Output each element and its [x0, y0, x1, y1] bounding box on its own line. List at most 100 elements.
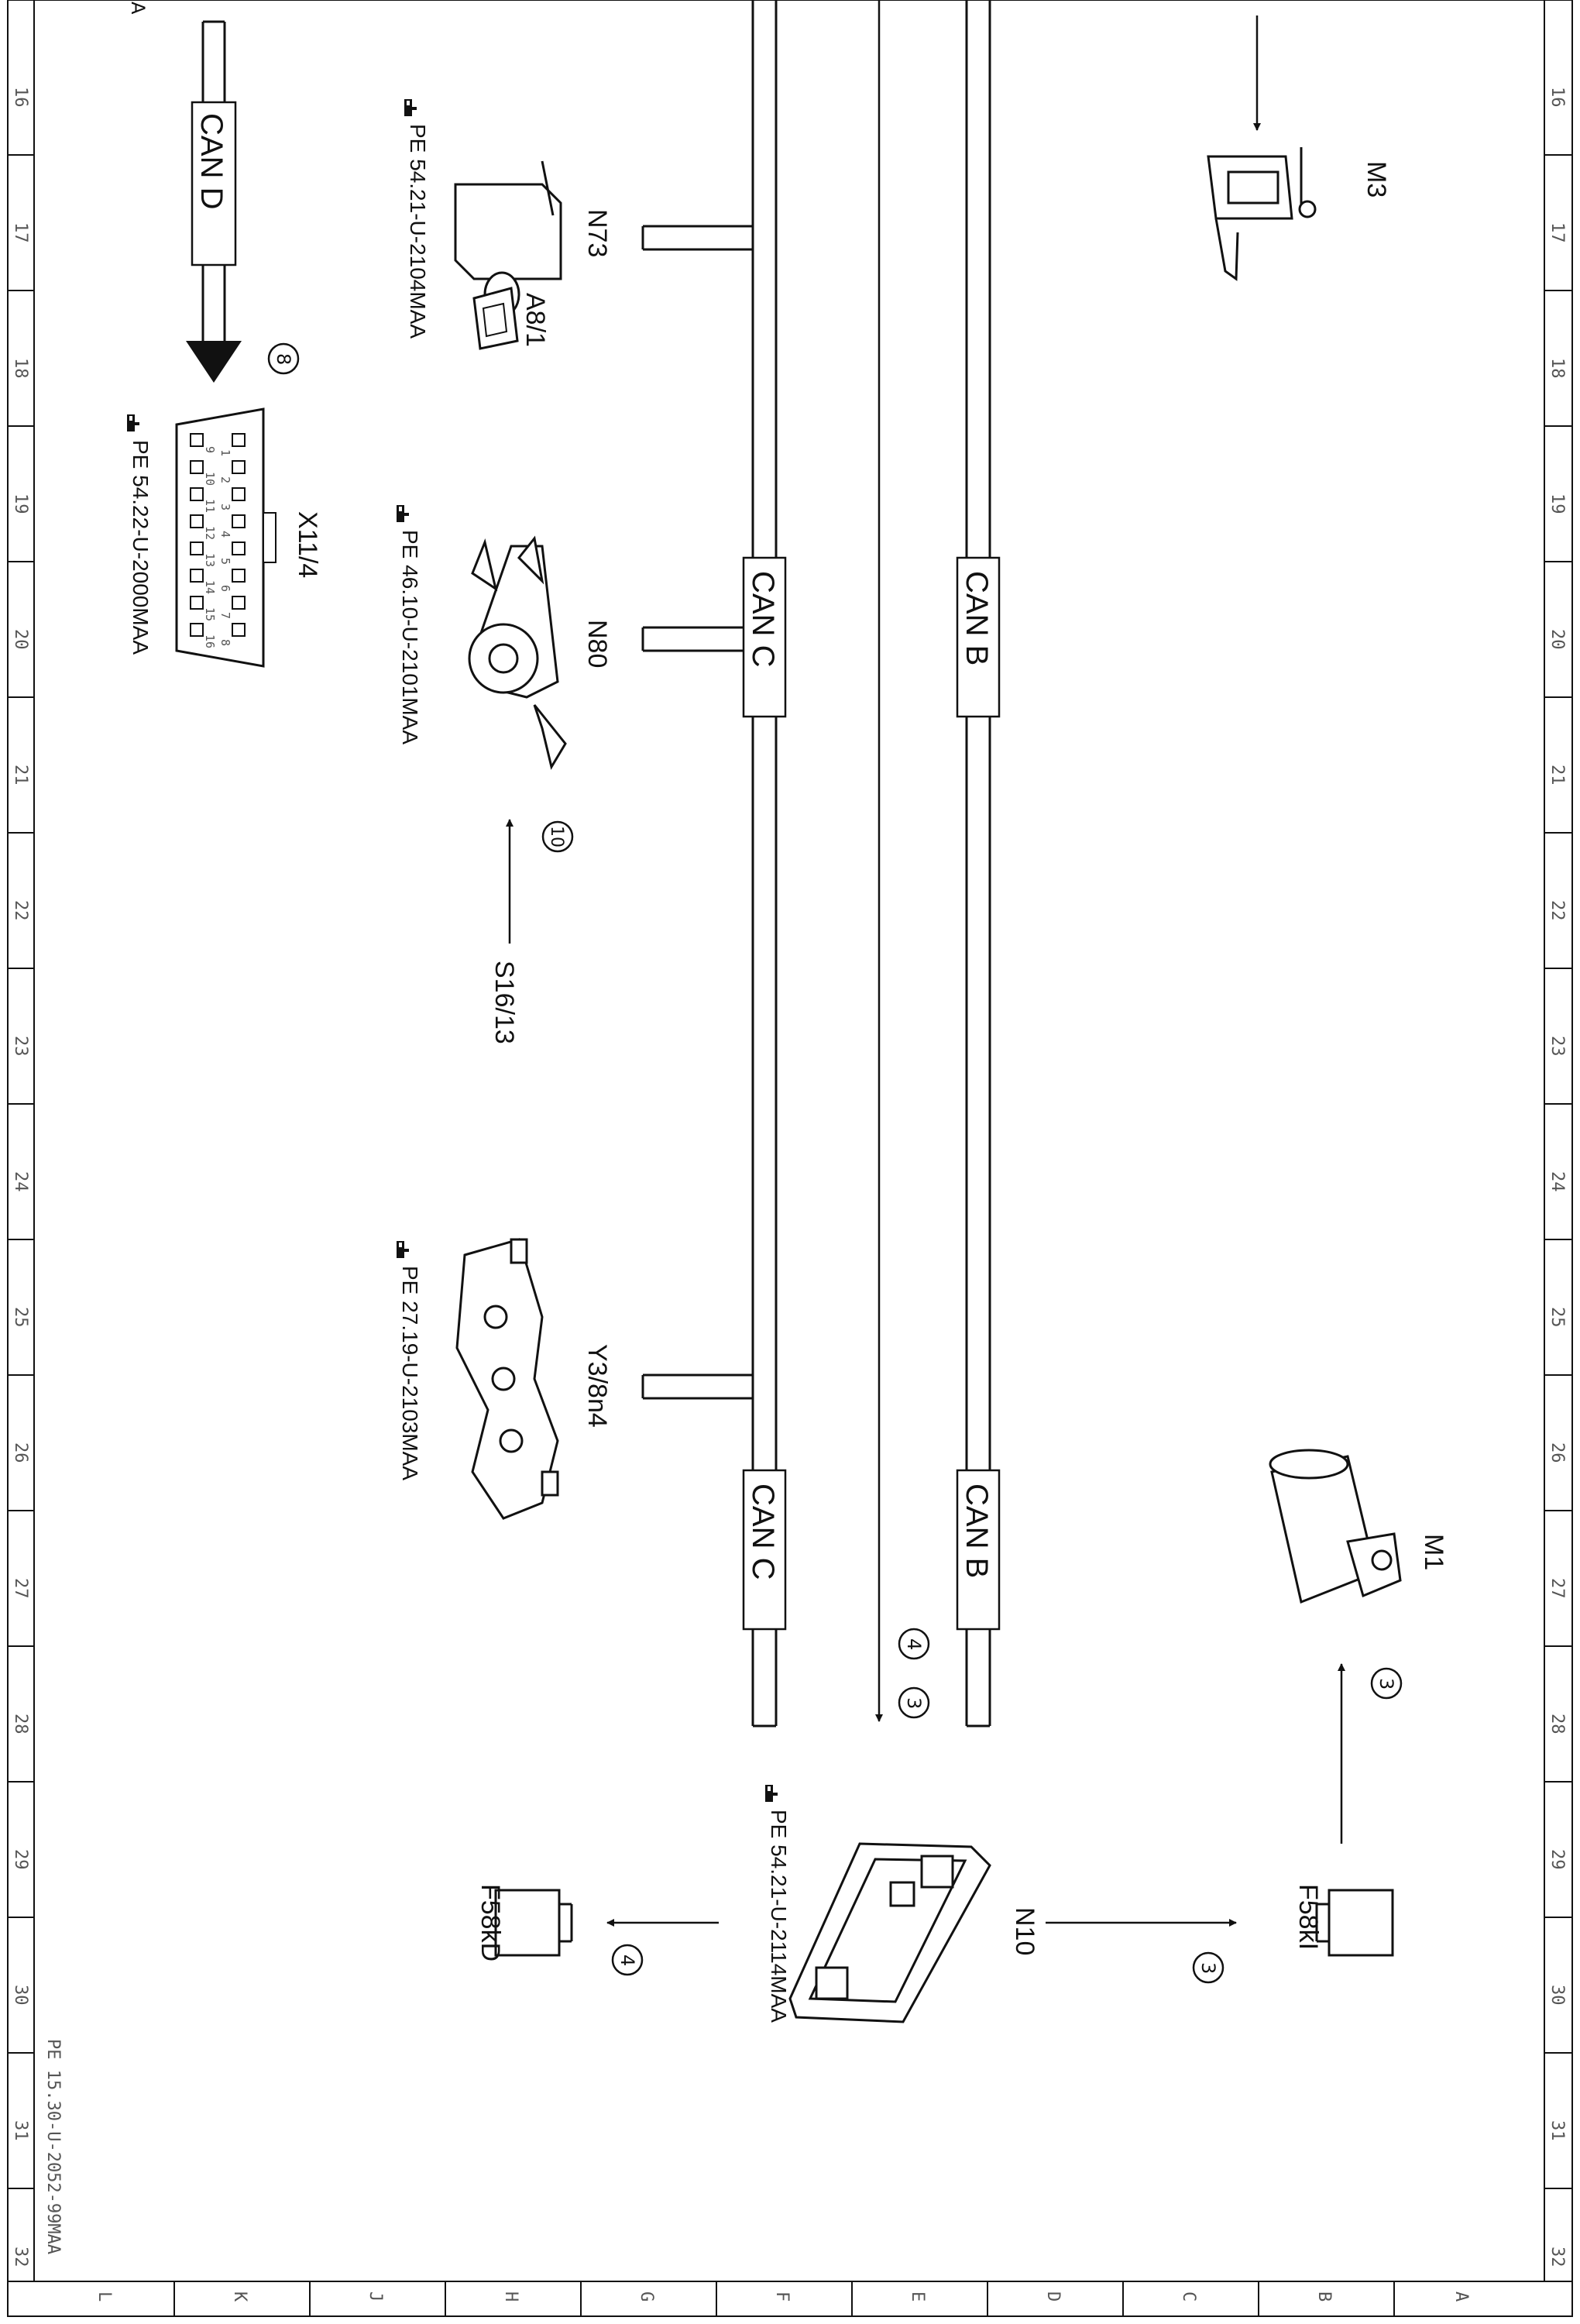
n73-reference: PE 54.21-U-2104MAA	[404, 99, 430, 339]
row-number: 26	[1547, 1442, 1567, 1463]
svg-text:4: 4	[903, 1638, 925, 1650]
svg-text:CAN D: CAN D	[194, 113, 228, 209]
n10-reference: PE 54.21-U-2114MAA	[765, 1785, 791, 2023]
row-number: 17	[11, 222, 30, 243]
m1-starter	[1269, 1449, 1402, 1604]
svg-text:8: 8	[218, 639, 232, 646]
column-letter: B	[1314, 2291, 1334, 2302]
svg-text:PE 54.21-U-2104MAA: PE 54.21-U-2104MAA	[406, 124, 430, 339]
can-b-trunk	[965, 0, 991, 1728]
svg-text:PE 54.22-U-2000MAA: PE 54.22-U-2000MAA	[129, 440, 153, 655]
row-number: 27	[1547, 1578, 1567, 1599]
callout-3-f58kl: 3	[1192, 1951, 1224, 1984]
x11-4-diagnostic-connector: 1 2 3 4 5 6 7 8 9 10 11 12 13 14 15 16	[175, 407, 276, 668]
n10-sam-module	[788, 1842, 991, 2023]
row-number: 31	[1547, 2120, 1567, 2141]
callout-10: 10	[541, 820, 574, 853]
callout-4-upper: 4	[898, 1628, 930, 1660]
row-number: 32	[11, 2247, 30, 2267]
can-b-label-upper: CAN B	[956, 556, 1001, 718]
row-number: 25	[11, 1307, 30, 1328]
pointing-hand-icon	[397, 1241, 409, 1258]
svg-text:11: 11	[203, 499, 217, 513]
svg-text:16: 16	[203, 634, 217, 648]
svg-text:3: 3	[1376, 1678, 1397, 1690]
f58kl-relay	[1315, 1889, 1394, 1957]
svg-text:4: 4	[218, 531, 232, 538]
row-number: 22	[11, 900, 30, 921]
sheet-frame	[7, 0, 1573, 2317]
svg-text:13: 13	[203, 553, 217, 567]
n10-code: N10	[1010, 1907, 1039, 1955]
svg-text:CAN C: CAN C	[746, 571, 780, 667]
svg-text:7: 7	[218, 612, 232, 619]
column-letter: C	[1179, 2291, 1198, 2302]
column-letter: G	[637, 2291, 656, 2302]
row-ticks	[8, 154, 1572, 2189]
pointing-hand-icon	[765, 1785, 778, 1802]
n80-steering-column-module	[468, 535, 567, 770]
column-letter: F	[772, 2291, 792, 2302]
can-c-trunk	[751, 0, 778, 1728]
column-letter: K	[230, 2291, 249, 2302]
row-number: 21	[11, 765, 30, 786]
svg-text:3: 3	[1197, 1962, 1219, 1974]
row-numbers-left: 16 17 18 19 20 21 22 23 24 25 26 27 28 2…	[11, 87, 30, 2267]
svg-text:6: 6	[218, 585, 232, 592]
row-number: 30	[11, 1985, 30, 2006]
pointing-hand-icon	[404, 99, 417, 116]
svg-text:10: 10	[203, 472, 217, 486]
m1-code: M1	[1419, 1534, 1448, 1570]
row-number: 18	[1547, 358, 1567, 379]
svg-text:CAN B: CAN B	[960, 571, 994, 665]
corner-letter: A	[127, 2, 149, 15]
x11-4-code: X11/4	[293, 511, 322, 578]
row-number: 31	[11, 2120, 30, 2141]
n80-code: N80	[582, 620, 612, 668]
can-d-bus: CAN D	[186, 20, 242, 383]
f58kd-code: F58kD	[476, 1884, 505, 1961]
svg-text:4: 4	[617, 1954, 638, 1966]
column-letter: J	[366, 2291, 385, 2302]
callout-8: 8	[267, 342, 300, 375]
s16-13-code: S16/13	[489, 961, 519, 1044]
n80-reference: PE 46.10-U-2101MAA	[397, 505, 422, 744]
signal-arrows	[506, 15, 1345, 1927]
can-c-label-lower: CAN C	[742, 1469, 787, 1631]
can-d-arrowhead	[186, 341, 242, 383]
can-b-label-lower: CAN B	[956, 1469, 1001, 1631]
svg-text:PE 27.19-U-2103MAA: PE 27.19-U-2103MAA	[398, 1266, 422, 1480]
f58kd-relay	[494, 1889, 573, 1957]
row-number: 24	[11, 1171, 30, 1192]
svg-text:15: 15	[203, 607, 217, 621]
row-number: 18	[11, 358, 30, 379]
row-number: 28	[11, 1714, 30, 1734]
row-number: 26	[11, 1442, 30, 1463]
column-letter: L	[94, 2291, 114, 2302]
row-number: 22	[1547, 900, 1567, 921]
row-number: 23	[11, 1036, 30, 1057]
pointing-hand-icon	[397, 505, 409, 522]
row-number: 29	[11, 1849, 30, 1870]
y3-8n4-transmission-control	[455, 1238, 559, 1520]
callout-3-m1: 3	[1370, 1667, 1403, 1700]
row-number: 20	[1547, 629, 1567, 650]
can-c-label-upper: CAN C	[742, 556, 787, 718]
row-number: 19	[1547, 493, 1567, 514]
m3-code: M3	[1362, 161, 1391, 198]
svg-text:12: 12	[203, 526, 217, 540]
svg-text:PE 54.21-U-2114MAA: PE 54.21-U-2114MAA	[767, 1810, 791, 2023]
svg-text:3: 3	[903, 1697, 925, 1709]
svg-text:9: 9	[203, 446, 217, 453]
column-letter: E	[908, 2291, 927, 2302]
pointing-hand-icon	[127, 414, 139, 431]
callout-4-f58kd: 4	[611, 1944, 644, 1976]
row-number: 16	[11, 87, 30, 108]
y3-8n4-reference: PE 27.19-U-2103MAA	[397, 1241, 422, 1480]
column-letter: H	[501, 2291, 520, 2302]
a8-1-code: A8/1	[520, 293, 550, 347]
n73-ignition-switch	[454, 160, 562, 350]
row-number: 20	[11, 629, 30, 650]
row-number: 29	[1547, 1849, 1567, 1870]
